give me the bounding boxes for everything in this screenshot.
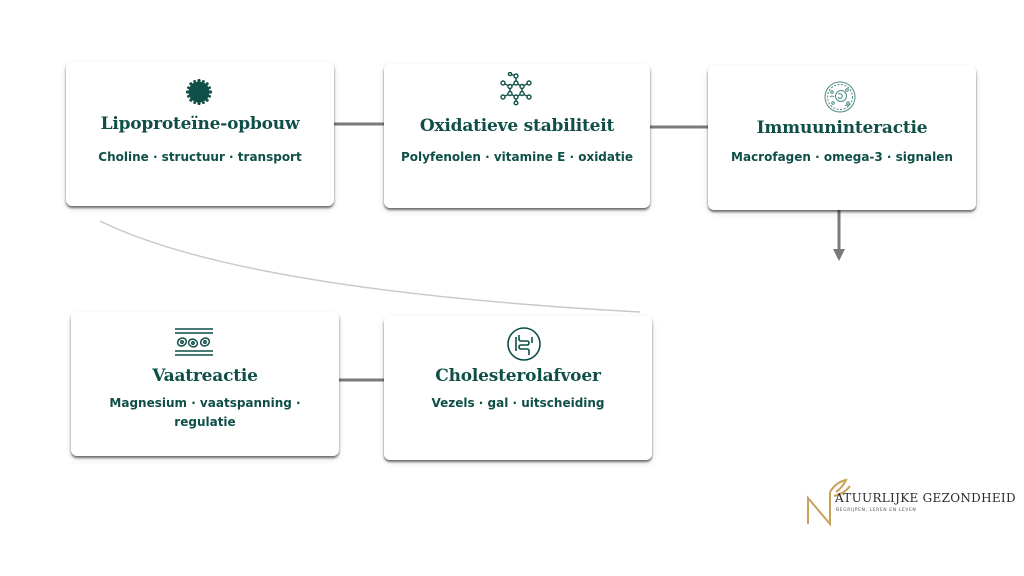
step-card-cholesterolafvoer: Cholesterolafvoer Vezels · gal · uitsche… [384,316,652,460]
step-card-immuuninteractie: Immuuninteractie Macrofagen · omega-3 · … [708,66,976,210]
curved-connector [99,220,641,313]
card-title: Immuuninteractie [756,118,928,138]
step-card-oxidatieve-stabiliteit: Oxidatieve stabiliteit Polyfenolen · vit… [384,64,650,208]
logo-tagline: BEGRIJPEN, LEREN EN LEVEN [836,508,917,513]
molecule-icon [500,72,532,106]
card-subtitle: Magnesium · vaatspanning · regulatie [109,396,301,429]
card-title: Lipoproteïne-opbouw [100,114,300,134]
vessel-icon [175,328,213,356]
logo-monogram-icon [807,478,851,527]
step-card-vaatreactie: Vaatreactie Magnesium · vaatspanning · r… [71,312,339,456]
pollen-icon [185,78,213,106]
brand-logo: ATUURLIJKE GEZONDHEID BEGRIJPEN, LEREN E… [800,478,1016,538]
card-subtitle: Vezels · gal · uitscheiding [431,396,605,410]
step-card-lipoproteine-opbouw: Lipoproteïne-opbouw Choline · structuur … [66,62,334,206]
card-title: Oxidatieve stabiliteit [419,116,615,136]
intestine-icon [507,327,541,361]
cell-icon [824,81,856,113]
logo-name: ATUURLIJKE GEZONDHEID [835,491,1016,505]
card-subtitle: Polyfenolen · vitamine E · oxidatie [401,150,633,164]
card-subtitle: Macrofagen · omega-3 · signalen [731,150,953,164]
card-subtitle: Choline · structuur · transport [98,150,302,164]
card-title: Cholesterolafvoer [435,366,601,386]
card-title: Vaatreactie [152,366,258,386]
